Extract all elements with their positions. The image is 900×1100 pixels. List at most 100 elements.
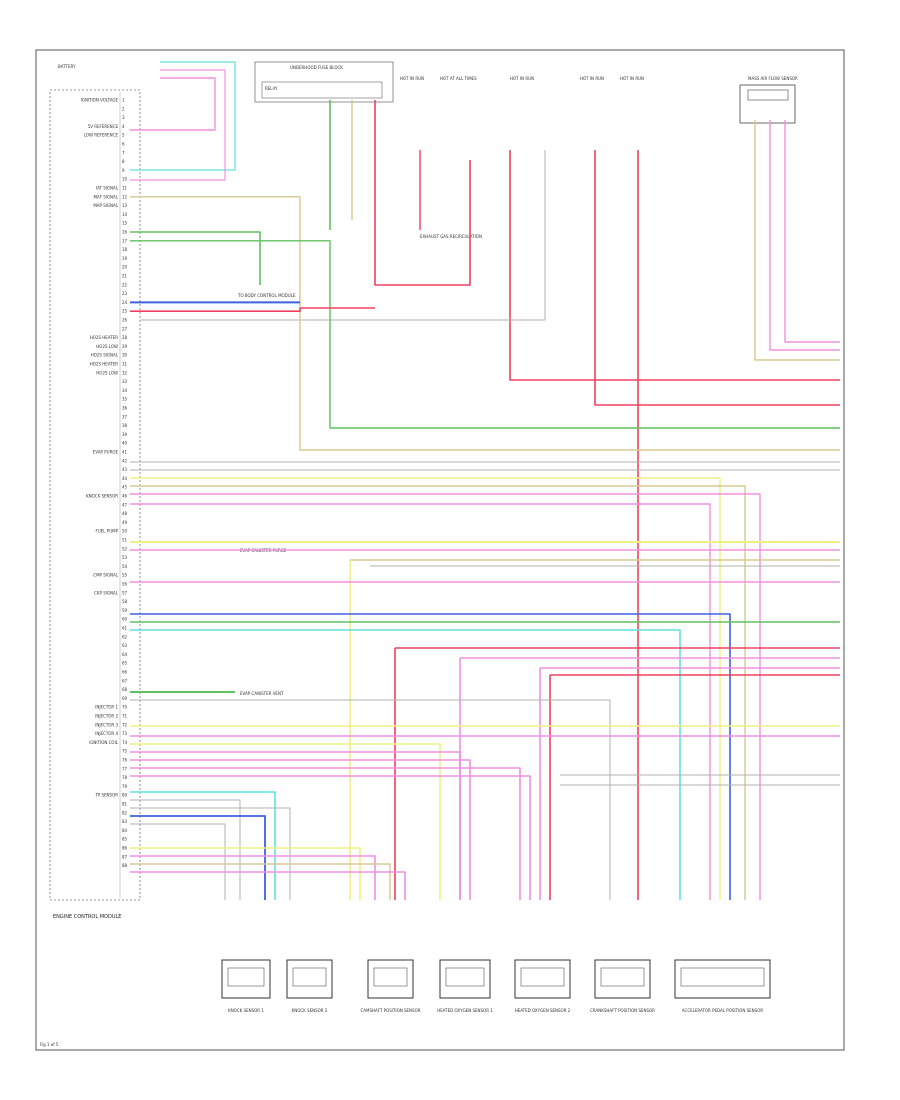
bottom-components: KNOCK SENSOR 1 KNOCK SENSOR 2 CAMSHAFT POS… [221, 959, 771, 1013]
ecm-pin-number: 69 [122, 696, 128, 701]
component-body [439, 959, 491, 999]
wire [130, 240, 840, 429]
ecm-pin-label: INJECTOR 4 [95, 731, 118, 736]
ecm-pin-label: IGNITION COIL [89, 740, 119, 745]
ecm-pin-number: 13 [122, 203, 128, 208]
component-4: HEATED OXYGEN SENSOR 1 [437, 959, 493, 1013]
ecm-pin-number: 38 [122, 423, 128, 428]
ecm-pin-number: 1 [122, 98, 125, 103]
wire [130, 759, 471, 900]
ecm-pin-number: 4 [122, 124, 125, 129]
ecm-pin-number: 20 [122, 265, 128, 270]
maf-sensor-inner [747, 89, 789, 101]
wire [130, 767, 521, 900]
ecm-pin-number: 77 [122, 766, 128, 771]
ecm-pin-number: 2 [122, 106, 125, 111]
component-inner [292, 967, 327, 987]
ecm-pin-label: CKP SIGNAL [94, 590, 119, 595]
ecm-pin-number: 68 [122, 687, 128, 692]
ecm-pin-label: FUEL PUMP [96, 529, 119, 534]
component-body [594, 959, 651, 999]
ecm-pin-number: 3 [122, 115, 125, 120]
fuse-d-label: HOT IN RUN [580, 76, 604, 81]
ecm-pin-number: 61 [122, 626, 128, 631]
ecm-pin-number: 47 [122, 502, 128, 507]
ecm-pin-number: 8 [122, 159, 125, 164]
ecm-pin-number: 24 [122, 300, 128, 305]
wire [130, 855, 376, 900]
ecm-pin-number: 49 [122, 520, 128, 525]
ecm-pin-number: 7 [122, 150, 125, 155]
wire [594, 150, 840, 406]
ecm-pin-number: 83 [122, 819, 128, 824]
ecm-pin-number: 48 [122, 511, 128, 516]
ecm-pin-number: 17 [122, 238, 128, 243]
ecm-title: ENGINE CONTROL MODULE [53, 914, 121, 920]
component-label: CAMSHAFT POSITION SENSOR [360, 1008, 420, 1013]
ecm-pin-number: 28 [122, 335, 128, 340]
component-inner [373, 967, 408, 987]
wire [784, 120, 840, 343]
ecm-pin-number: 67 [122, 678, 128, 683]
component-inner [600, 967, 645, 987]
component-body [286, 959, 333, 999]
component-inner [445, 967, 485, 987]
ecm-pin-number: 32 [122, 370, 128, 375]
component-6: CRANKSHAFT POSITION SENSOR [590, 959, 655, 1013]
maf-sensor-label: MASS AIR FLOW SENSOR [748, 76, 798, 81]
ecm-pin-label: IAT SIGNAL [96, 186, 119, 191]
component-label: CRANKSHAFT POSITION SENSOR [590, 1008, 655, 1013]
component-label: ACCELERATOR PEDAL POSITION SENSOR [682, 1008, 763, 1013]
ecm-pin-number: 10 [122, 177, 128, 182]
wire [130, 477, 721, 900]
wire [130, 847, 361, 900]
wire [130, 871, 406, 900]
ecm-pin-label: 5V REFERENCE [88, 124, 119, 129]
wire [374, 100, 471, 286]
ecm-pin-number: 53 [122, 555, 128, 560]
component-label: KNOCK SENSOR 1 [228, 1008, 264, 1013]
ecm-pin-label: IGNITION VOLTAGE [81, 98, 119, 103]
ecm-pin-number: 50 [122, 529, 128, 534]
note-bcm: TO BODY CONTROL MODULE [237, 293, 296, 298]
wire [130, 629, 681, 900]
wire [130, 815, 266, 900]
wire [130, 77, 216, 131]
fuse-panel-title: UNDERHOOD FUSE BLOCK [290, 65, 343, 70]
ecm-pin-number: 76 [122, 758, 128, 763]
ecm-pin-number: 11 [122, 186, 128, 191]
ecm-pin-number: 82 [122, 810, 128, 815]
component-body [367, 959, 414, 999]
ecm-pin-label: HO2S LOW [96, 370, 118, 375]
component-inner [680, 967, 765, 987]
ecm-pin-number: 19 [122, 256, 128, 261]
ecm-pin-number: 73 [122, 731, 128, 736]
component-7: ACCELERATOR PEDAL POSITION SENSOR [674, 959, 771, 1013]
ecm-pin-number: 26 [122, 318, 128, 323]
ecm-pin-number: 56 [122, 582, 128, 587]
component-1: KNOCK SENSOR 1 [221, 959, 271, 1013]
page-label: Fig 1 of 5 [40, 1042, 59, 1047]
ecm-pin-number: 72 [122, 722, 128, 727]
wire [130, 485, 746, 900]
ecm-pin-number: 34 [122, 388, 128, 393]
ecm-pin-number: 63 [122, 643, 128, 648]
ecm-pin-number: 22 [122, 282, 128, 287]
fuse-c-label: HOT IN RUN [510, 76, 534, 81]
ecm-pin-number: 44 [122, 476, 128, 481]
component-2: KNOCK SENSOR 2 [286, 959, 333, 1013]
component-label: KNOCK SENSOR 2 [292, 1008, 328, 1013]
wire [130, 231, 261, 285]
ecm-pin-number: 33 [122, 379, 128, 384]
wire [130, 307, 375, 312]
ecm-pin-number: 58 [122, 599, 128, 604]
ecm-pin-label: MAF SIGNAL [93, 194, 118, 199]
ecm-pin-label: LOW REFERENCE [84, 133, 119, 138]
ecm-pin-label: KNOCK SENSOR [86, 494, 118, 499]
fuse-b-label: HOT AT ALL TIMES [440, 76, 477, 81]
ecm-pin-number: 29 [122, 344, 128, 349]
ecm-pin-number: 23 [122, 291, 128, 296]
diagram-border [35, 49, 845, 1051]
relay-box [261, 81, 383, 99]
ecm-pin-label: HO2S HEATER [90, 335, 118, 340]
